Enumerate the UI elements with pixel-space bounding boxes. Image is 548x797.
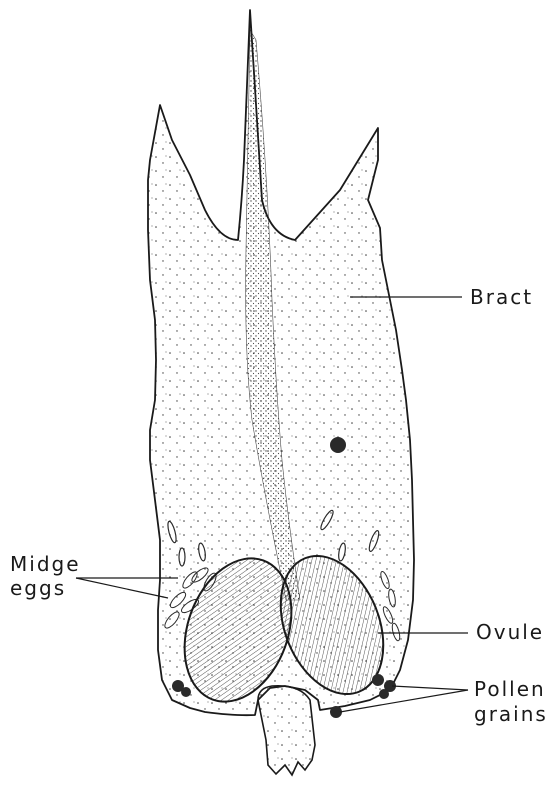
seed-dot xyxy=(330,437,346,453)
label-pollen-line1: Pollen xyxy=(474,677,546,701)
label-pollen-line2: grains xyxy=(474,702,548,726)
label-midge-line1: Midge xyxy=(10,552,81,576)
label-midge-line2: eggs xyxy=(10,576,66,600)
stalk xyxy=(258,686,315,775)
label-bract: Bract xyxy=(470,285,533,309)
label-ovule: Ovule xyxy=(476,620,544,644)
